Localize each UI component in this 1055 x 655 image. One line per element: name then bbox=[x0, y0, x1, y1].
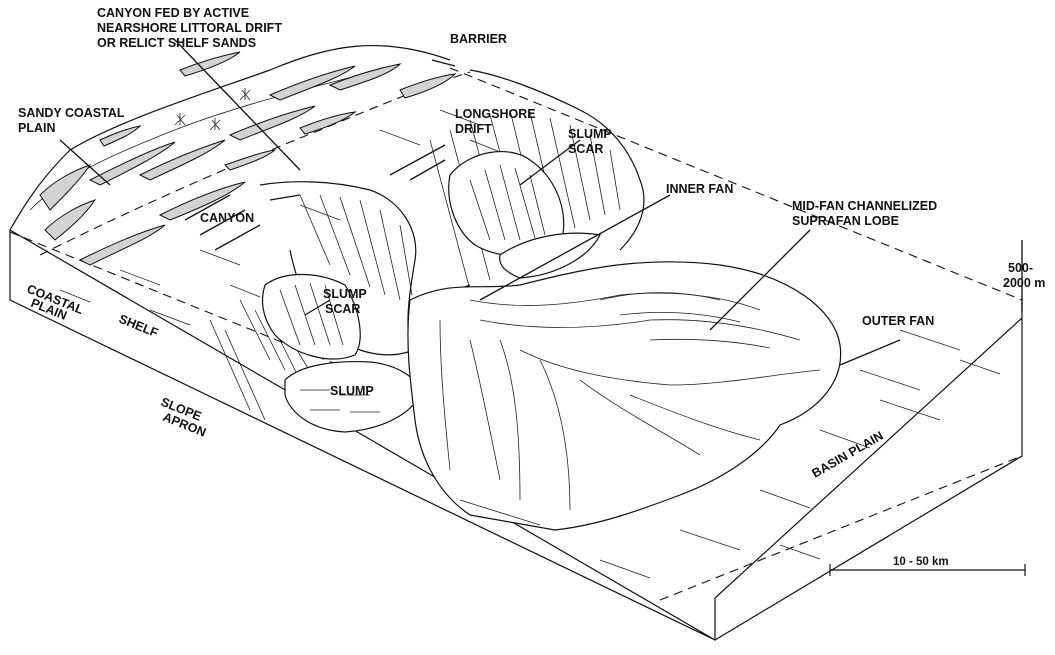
label-slump-scar-lower-2: SCAR bbox=[325, 302, 360, 316]
label-slump-scar-lower-1: SLUMP bbox=[323, 287, 367, 301]
label-canyon-fed-3: OR RELICT SHELF SANDS bbox=[97, 36, 256, 50]
label-inner-fan: INNER FAN bbox=[666, 182, 733, 196]
label-slump-scar-upper-1: SLUMP bbox=[568, 127, 612, 141]
label-slump: SLUMP bbox=[330, 384, 374, 398]
slump-scar-upper bbox=[449, 152, 600, 278]
label-longshore-drift-2: DRIFT bbox=[455, 122, 492, 136]
label-canyon-fed-2: NEARSHORE LITTORAL DRIFT bbox=[97, 21, 282, 35]
label-barrier: BARRIER bbox=[450, 32, 507, 46]
submarine-fan bbox=[408, 262, 841, 530]
label-outer-fan: OUTER FAN bbox=[862, 314, 934, 328]
label-longshore-drift-1: LONGSHORE bbox=[455, 107, 536, 121]
label-shelf: SHELF bbox=[117, 312, 161, 340]
label-sandy-coastal-plain-2: PLAIN bbox=[18, 121, 56, 135]
label-canyon: CANYON bbox=[200, 211, 254, 225]
coastal-plain-surface bbox=[10, 46, 500, 325]
label-mid-fan-1: MID-FAN CHANNELIZED bbox=[792, 199, 937, 213]
label-canyon-fed-1: CANYON FED BY ACTIVE bbox=[97, 6, 249, 20]
label-basin-plain: BASIN PLAIN bbox=[810, 429, 886, 481]
label-sandy-coastal-plain-1: SANDY COASTAL bbox=[18, 106, 125, 120]
label-depth-2: 2000 m bbox=[1003, 276, 1045, 290]
label-slump-scar-upper-2: SCAR bbox=[568, 142, 603, 156]
label-depth-1: 500- bbox=[1008, 261, 1033, 275]
label-mid-fan-2: SUPRAFAN LOBE bbox=[792, 214, 899, 228]
label-scale: 10 - 50 km bbox=[893, 556, 949, 568]
